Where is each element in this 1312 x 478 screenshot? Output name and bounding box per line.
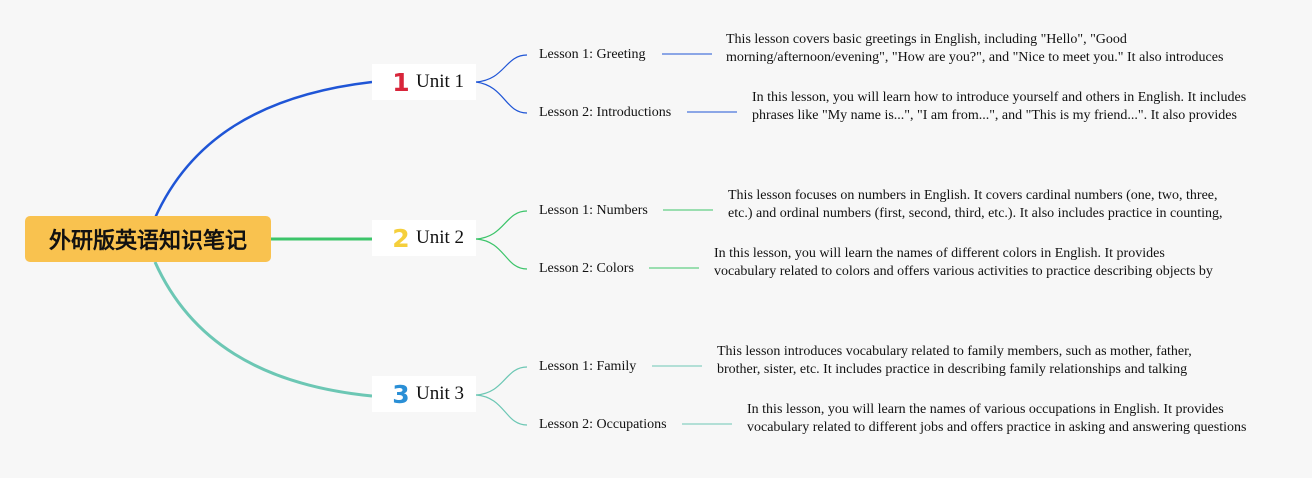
root-title: 外研版英语知识笔记: [48, 229, 247, 254]
lesson-desc-1-1: This lesson covers basic greetings in En…: [726, 32, 1224, 65]
unit2-lesson2-connector: [475, 238, 528, 270]
lesson-node-1-1[interactable]: Lesson 1: Greeting: [539, 47, 646, 62]
unit-node-2[interactable]: 2 Unit 2: [372, 220, 476, 256]
unit2-lesson1-connector: [475, 210, 528, 240]
unit1-lesson1-connector: [475, 54, 528, 83]
root-unit3-connector: [153, 261, 373, 398]
unit-number-3-icon: 3: [392, 379, 410, 409]
lesson-desc-1-2: In this lesson, you will learn how to in…: [752, 90, 1247, 123]
unit-label-3: Unit 3: [416, 383, 465, 404]
unit-number-1-icon: 1: [392, 67, 410, 97]
lesson-node-3-2[interactable]: Lesson 2: Occupations: [539, 417, 667, 432]
root-topic[interactable]: 外研版英语知识笔记: [25, 216, 271, 262]
lesson-node-3-1[interactable]: Lesson 1: Family: [539, 359, 637, 374]
lesson-node-1-2[interactable]: Lesson 2: Introductions: [539, 105, 672, 120]
lesson-node-2-1[interactable]: Lesson 1: Numbers: [539, 203, 648, 218]
unit-label-2: Unit 2: [416, 227, 465, 248]
lesson-node-2-2[interactable]: Lesson 2: Colors: [539, 261, 634, 276]
unit3-lesson2-connector: [475, 394, 528, 426]
unit-number-2-icon: 2: [392, 223, 410, 253]
unit-node-3[interactable]: 3 Unit 3: [372, 376, 476, 412]
lesson-desc-2-2: In this lesson, you will learn the names…: [714, 246, 1213, 279]
lesson-desc-3-1: This lesson introduces vocabulary relate…: [717, 344, 1192, 377]
lesson-desc-2-1: This lesson focuses on numbers in Englis…: [728, 188, 1223, 221]
unit3-lesson1-connector: [475, 366, 528, 396]
unit-label-1: Unit 1: [416, 71, 465, 92]
root-unit1-connector: [153, 80, 373, 219]
unit1-lesson2-connector: [475, 81, 528, 114]
unit-node-1[interactable]: 1 Unit 1: [372, 64, 476, 100]
lesson-desc-3-2: In this lesson, you will learn the names…: [747, 402, 1247, 435]
